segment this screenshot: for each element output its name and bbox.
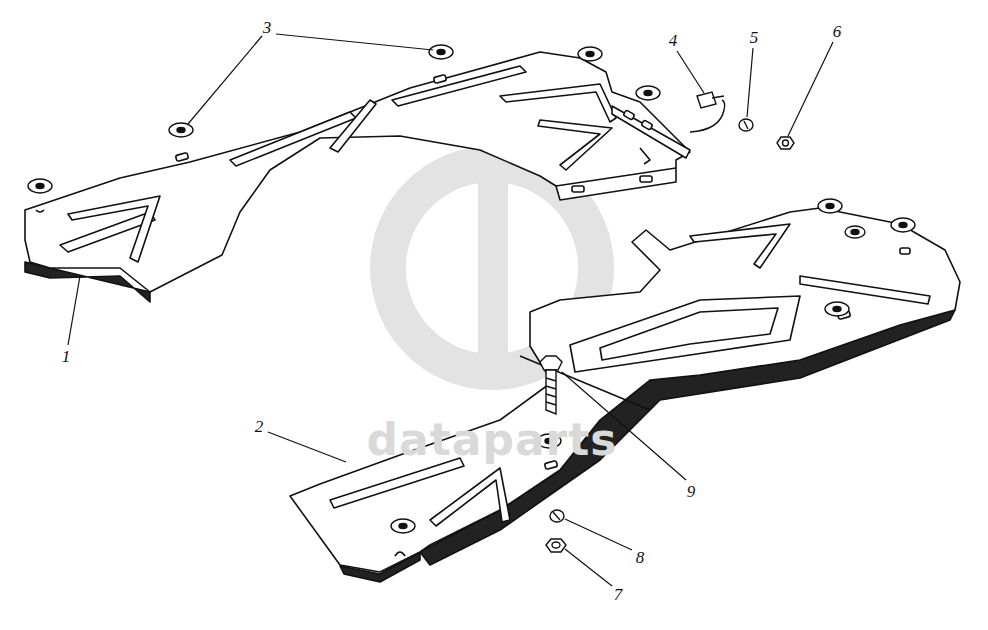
callout-number: 5 [750, 29, 759, 46]
lower-plate [290, 208, 960, 582]
washer [28, 45, 660, 193]
callout-number: 6 [833, 23, 842, 40]
callout-number: 9 [687, 483, 696, 500]
leader-line [68, 34, 833, 586]
callout-number: 4 [669, 32, 678, 49]
callout-number: 1 [62, 348, 71, 365]
washer [391, 199, 915, 533]
callout-number: 8 [636, 549, 645, 566]
fasteners-upper [690, 92, 794, 149]
upper-plate [25, 52, 690, 302]
callout-number: 3 [263, 19, 272, 36]
callout-number: 2 [255, 418, 264, 435]
watermark-text: dataparts [366, 418, 617, 462]
callout-number: 7 [614, 586, 623, 603]
